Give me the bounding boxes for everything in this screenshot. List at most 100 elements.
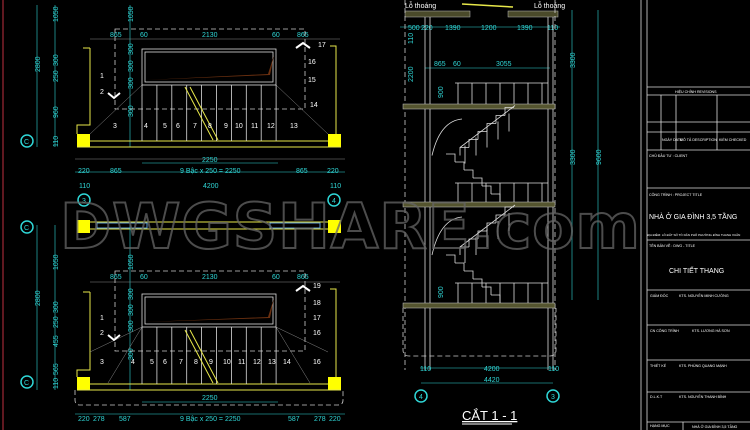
person-name: KTS. NGUYỄN MINH CƯỜNG <box>679 293 729 298</box>
dim-bottom: 110 <box>548 366 559 373</box>
dim-bottom: 278 <box>314 416 326 423</box>
dim-top: 1390 <box>445 25 461 32</box>
role-label: THIẾT KẾ <box>650 363 667 368</box>
grid-bubble-c <box>20 375 34 389</box>
dim-left-total: 2800 <box>35 290 42 306</box>
dim-total-steps: 2250 <box>202 157 218 164</box>
dim-inner: 300 <box>128 348 135 360</box>
dim-bottom: 220 <box>327 168 339 175</box>
stair-plan-bottom: 2800 1050 300 250 455 565 110 1050 300 3… <box>20 220 345 423</box>
dim-top: 1390 <box>517 25 533 32</box>
stair-plan-top: 2800 1050 300 250 960 110 1050 300 300 3… <box>20 5 345 207</box>
dim-top: 2130 <box>202 32 218 39</box>
dim-mid: 3055 <box>496 61 512 68</box>
dim-bottom: 278 <box>93 416 105 423</box>
dim-left: 1050 <box>53 6 60 22</box>
arrow-down-icon <box>107 92 121 100</box>
arrow-up-icon <box>295 41 311 49</box>
drawing-label: TÊN BẢN VẼ : DWG - TITLE <box>649 243 696 248</box>
grid-bubble-4 <box>327 193 341 207</box>
revisions-header: HIỆU CHỈNH REVISIONS <box>675 89 717 94</box>
dim-inner: 300 <box>128 320 135 332</box>
stair-step <box>482 185 492 194</box>
handrail <box>459 204 516 248</box>
dim-left: 1050 <box>128 254 135 270</box>
dim-bottom: 587 <box>288 416 300 423</box>
dim-left: 250 <box>53 70 60 82</box>
step-number: 16 <box>313 359 321 366</box>
dim-left: 1050 <box>53 254 60 270</box>
step-number: 14 <box>283 359 291 366</box>
dim-bottom: 9 Bậc x 250 = 2250 <box>180 416 241 423</box>
dim-inner: 300 <box>128 60 135 72</box>
step-number: 12 <box>267 123 275 130</box>
stair-step <box>477 230 487 239</box>
dim-mid: 60 <box>453 61 461 68</box>
stair-step <box>486 222 496 231</box>
person-name: KTS. PHÙNG QUANG MẠNH <box>679 363 727 368</box>
dim-left: 250 <box>53 316 60 328</box>
dim-left: 565 <box>53 363 60 375</box>
dim-left: 110 <box>408 33 415 44</box>
stair-step <box>464 270 474 279</box>
grid-label: 3 <box>551 394 555 401</box>
step-number: 17 <box>313 315 321 322</box>
dim-total-steps: 2250 <box>202 395 218 402</box>
step-number: 17 <box>318 42 326 49</box>
step-number: 1 <box>100 73 104 80</box>
section-title: CẮT 1 - 1 <box>462 408 517 423</box>
step-number: 5 <box>163 123 167 130</box>
step-number: 1 <box>100 315 104 322</box>
stair-step <box>486 123 496 132</box>
dim-left: 110 <box>53 378 60 389</box>
dim-axis: 110 <box>79 183 90 190</box>
title-block: HIỆU CHỈNH REVISIONS NGÀY DATE MÔ TẢ DES… <box>640 0 750 430</box>
dim-bottom: 4200 <box>484 366 500 373</box>
watermark: DWGSHARE.com <box>60 190 640 263</box>
dim-left: 900 <box>438 86 445 98</box>
role-label: GIÁM ĐỐC <box>650 293 669 298</box>
dim-top: 865 <box>297 32 309 39</box>
dim-left: 2200 <box>408 66 415 82</box>
step-number: 10 <box>223 359 231 366</box>
dim-right: 3300 <box>570 52 577 68</box>
stair-step <box>468 139 478 148</box>
dim-bottom: 220 <box>78 416 90 423</box>
arrow-up-icon <box>295 284 311 292</box>
dim-right: 3300 <box>570 149 577 165</box>
dim-bottom: 220 <box>329 416 341 423</box>
dim-left: 110 <box>53 136 60 147</box>
dim-axis: 110 <box>330 183 341 190</box>
step-number: 13 <box>268 359 276 366</box>
grid-bubble-3 <box>546 389 560 403</box>
dim-mid: 865 <box>434 61 446 68</box>
client-label: CHỦ ĐẦU TƯ : CLIENT <box>649 153 688 158</box>
dim-top: 865 <box>110 32 122 39</box>
dim-inner: 300 <box>128 77 135 89</box>
arrow-down-icon <box>107 334 121 342</box>
person-name: KTS. NGUYỄN THANH BÌNH <box>679 394 727 399</box>
dim-left: 300 <box>53 54 60 66</box>
dim-top: 60 <box>140 32 148 39</box>
dim-left: 900 <box>438 286 445 298</box>
step-number: 8 <box>208 123 212 130</box>
dim-top: 60 <box>272 32 280 39</box>
grid-bubble-c <box>20 134 34 148</box>
project-address: ĐỊA ĐIỂM: LÔ ĐẤT SỐ TỔ DÂN PHỐ PHƯỜNG ĐÌ… <box>647 232 740 237</box>
step-number: 14 <box>310 102 318 109</box>
step-number: 11 <box>251 123 258 130</box>
handrail <box>459 105 516 148</box>
stair-step <box>473 278 483 287</box>
dim-left: 455 <box>53 335 60 347</box>
stair-step <box>477 131 487 140</box>
step-number: 9 <box>209 359 213 366</box>
dim-top: 220 <box>421 25 433 32</box>
grid-label: C <box>24 380 29 387</box>
step-number: 12 <box>253 359 261 366</box>
role-label: D.L.K.T <box>650 395 663 399</box>
dim-left: 300 <box>53 301 60 313</box>
col-checked: KIỂM CHECKED <box>719 137 747 142</box>
col-date: NGÀY DATE <box>662 138 683 142</box>
step-number: 16 <box>308 59 316 66</box>
